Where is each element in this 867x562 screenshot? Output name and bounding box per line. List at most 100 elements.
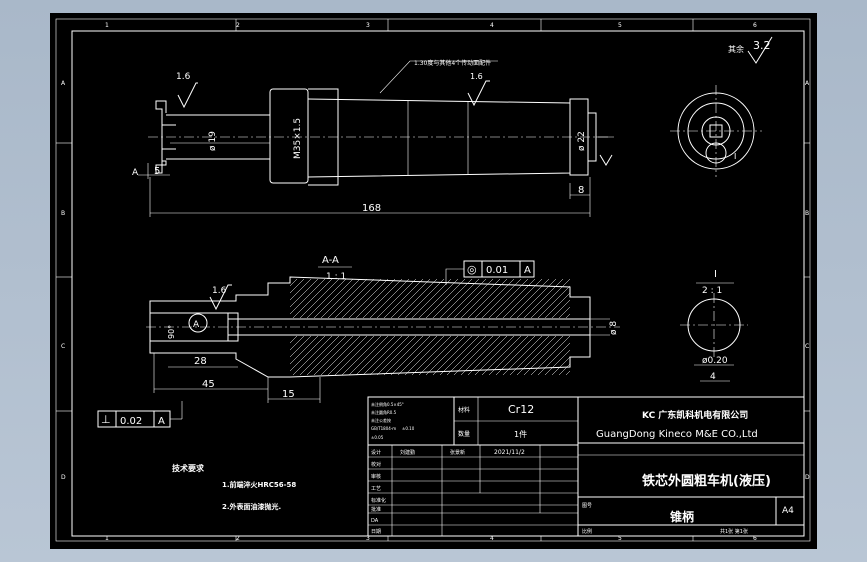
tb-note-5: ±0.10 — [402, 426, 415, 431]
hatch-line — [530, 278, 571, 319]
hatch-line — [348, 335, 389, 376]
title-block-notes: 未注倒角0.5×45° 未注圆角R0.5 未注公差按 GB/T1804-m ±0… — [371, 401, 415, 440]
shaft-elevation — [138, 60, 614, 217]
hatch-line — [495, 278, 536, 319]
hatch-line — [289, 335, 319, 365]
hatch-line — [453, 278, 494, 319]
front-view-marker: I — [734, 152, 736, 161]
zone-top-1: 1 — [105, 22, 109, 29]
hatch-line — [390, 278, 431, 319]
hatch-line — [509, 335, 550, 376]
hatch-line — [551, 356, 571, 376]
designer-name: 刘建勤 — [400, 449, 415, 456]
zone-top-4: 4 — [490, 22, 494, 29]
cad-viewport[interactable]: 1 2 3 4 5 6 1 2 3 4 5 6 A B C D A B C D … — [50, 13, 817, 549]
detail-dim-4: 4 — [710, 372, 716, 382]
scale-label: 比例 — [582, 528, 592, 535]
perp-symbol: ⊥ — [101, 413, 111, 426]
detail-view — [680, 293, 748, 382]
top-view-note: 1.30度与其他4个传动面配件 — [414, 59, 491, 67]
hatch-line — [509, 278, 550, 319]
tech-req-item-1: 1.前端淬火HRC56-58 — [222, 480, 296, 489]
hatch-line — [516, 278, 557, 319]
engineering-drawing: 1 2 3 4 5 6 1 2 3 4 5 6 A B C D A B C D … — [55, 18, 811, 542]
tb-note-4: GB/T1804-m — [371, 426, 396, 431]
tolerance-datum: A — [524, 265, 531, 276]
hatch-line — [453, 335, 494, 376]
hatch-line — [502, 335, 543, 376]
zone-left-c: C — [61, 343, 65, 350]
tech-req-item-2: 2.外表面油漆抛光. — [222, 502, 281, 511]
material-label: 材料 — [458, 406, 470, 414]
section-dim-lines — [153, 318, 610, 403]
hatch-line — [383, 335, 424, 376]
tb-row-approve: 批准 — [371, 506, 381, 513]
tb-row-date: 日期 — [371, 529, 381, 535]
zone-bottom-5: 5 — [618, 535, 622, 542]
hatch-line — [306, 335, 347, 376]
zone-left-b: B — [61, 210, 65, 217]
hatch-line — [467, 335, 508, 376]
hatch-line — [362, 278, 403, 319]
tb-note-6: ±0.05 — [371, 435, 384, 440]
qty-value: 1件 — [514, 429, 527, 439]
hatch-line — [289, 278, 298, 287]
hatch-line — [397, 278, 438, 319]
hatch-line — [289, 278, 305, 294]
hatch-line — [355, 278, 396, 319]
section-profile — [146, 276, 620, 378]
perp-datum: A — [158, 416, 165, 427]
tb-row-standard: 标准化 — [371, 497, 386, 504]
hatch-line — [411, 278, 452, 319]
hatch-line — [289, 278, 312, 301]
hatch-line — [404, 278, 445, 319]
hatch-line — [488, 278, 529, 319]
tb-row-da: DA — [371, 518, 379, 524]
zone-right-b: B — [805, 210, 809, 217]
zone-bottom-3: 3 — [366, 535, 370, 542]
dim-15: 15 — [282, 389, 295, 400]
sheet-inner-border — [71, 30, 805, 537]
zone-top-6: 6 — [753, 22, 757, 29]
hatch-line — [313, 335, 354, 376]
detail-label: I — [714, 269, 717, 280]
company-cn: KC 广东凯科机电有限公司 — [642, 409, 748, 421]
hatch-line — [558, 306, 571, 319]
hatch-line — [334, 335, 375, 376]
hatch-line — [355, 335, 396, 376]
zone-top-3: 3 — [366, 22, 370, 29]
hatch-line — [376, 278, 417, 319]
hatch-line — [404, 335, 445, 376]
tolerance-symbol: ◎ — [467, 263, 477, 276]
hatch-line — [530, 335, 571, 376]
section-finish: 1.6 — [212, 286, 227, 296]
hatch-line — [320, 335, 361, 376]
dim-m35: M35×1.5 — [293, 118, 303, 159]
hatch-line — [495, 335, 536, 376]
hatch-line — [289, 278, 319, 308]
general-finish-symbol — [747, 36, 773, 64]
sheet-size: A4 — [782, 506, 794, 516]
hatch-line — [289, 335, 298, 344]
hatch-line — [432, 278, 473, 319]
hatch-line — [516, 335, 557, 376]
zone-right-a: A — [805, 80, 810, 87]
hatch-line — [446, 278, 487, 319]
hatch-line — [432, 335, 473, 376]
zone-ticks — [56, 19, 810, 541]
sheet-label: 共1张 第1张 — [720, 528, 748, 535]
zone-right-d: D — [805, 474, 810, 481]
hatch-line — [289, 335, 326, 372]
hatch-line — [369, 335, 410, 376]
zone-right-c: C — [805, 343, 809, 350]
hatch-line — [474, 278, 515, 319]
tech-req-title: 技术要求 — [172, 463, 205, 473]
hatch-line — [565, 313, 571, 319]
design-date: 2021/11/2 — [494, 449, 525, 456]
general-finish-label: 其余 — [728, 44, 744, 54]
hatch-line — [537, 342, 571, 376]
hatch-line — [544, 292, 571, 319]
dim-28: 28 — [194, 356, 207, 367]
hatch-line — [289, 335, 312, 358]
hatch-line — [362, 335, 403, 376]
